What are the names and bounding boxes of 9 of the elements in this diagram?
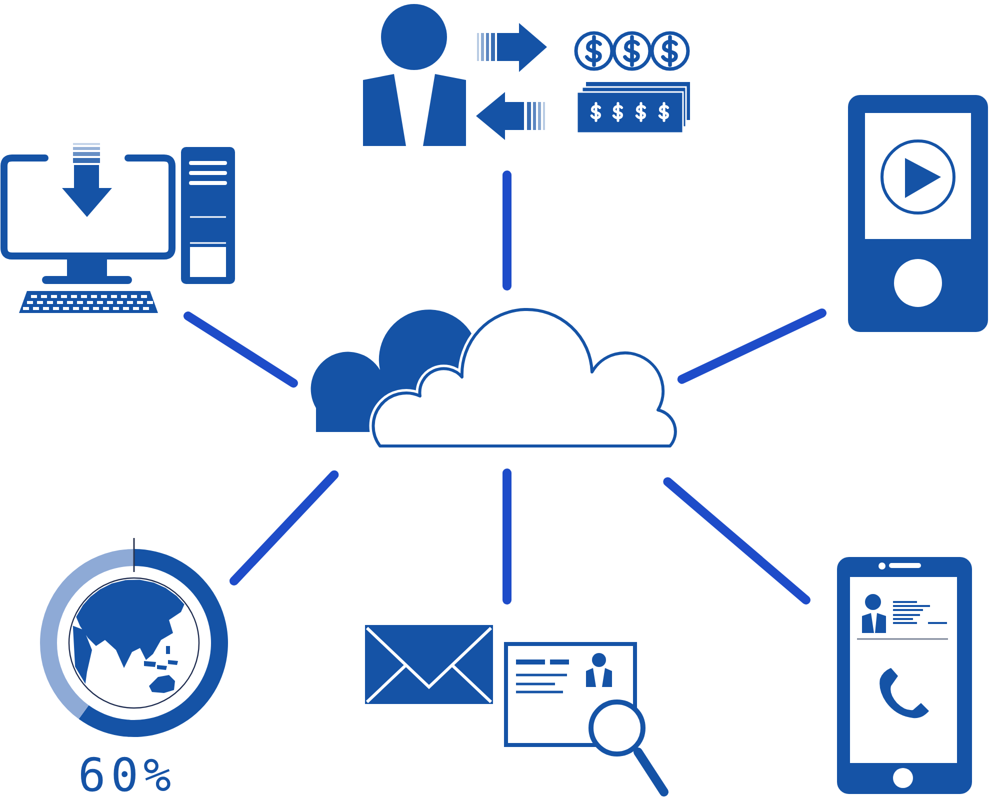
connector-line bbox=[677, 308, 826, 384]
connector-line bbox=[184, 312, 298, 388]
connector-line bbox=[663, 477, 810, 604]
connector-line bbox=[502, 468, 512, 604]
connector-line bbox=[502, 170, 512, 290]
smartphone-contact-illustration bbox=[835, 555, 975, 795]
percentage-label: 60% bbox=[78, 752, 176, 798]
connector-line bbox=[230, 470, 339, 586]
media-player-phone-illustration bbox=[847, 94, 989, 334]
